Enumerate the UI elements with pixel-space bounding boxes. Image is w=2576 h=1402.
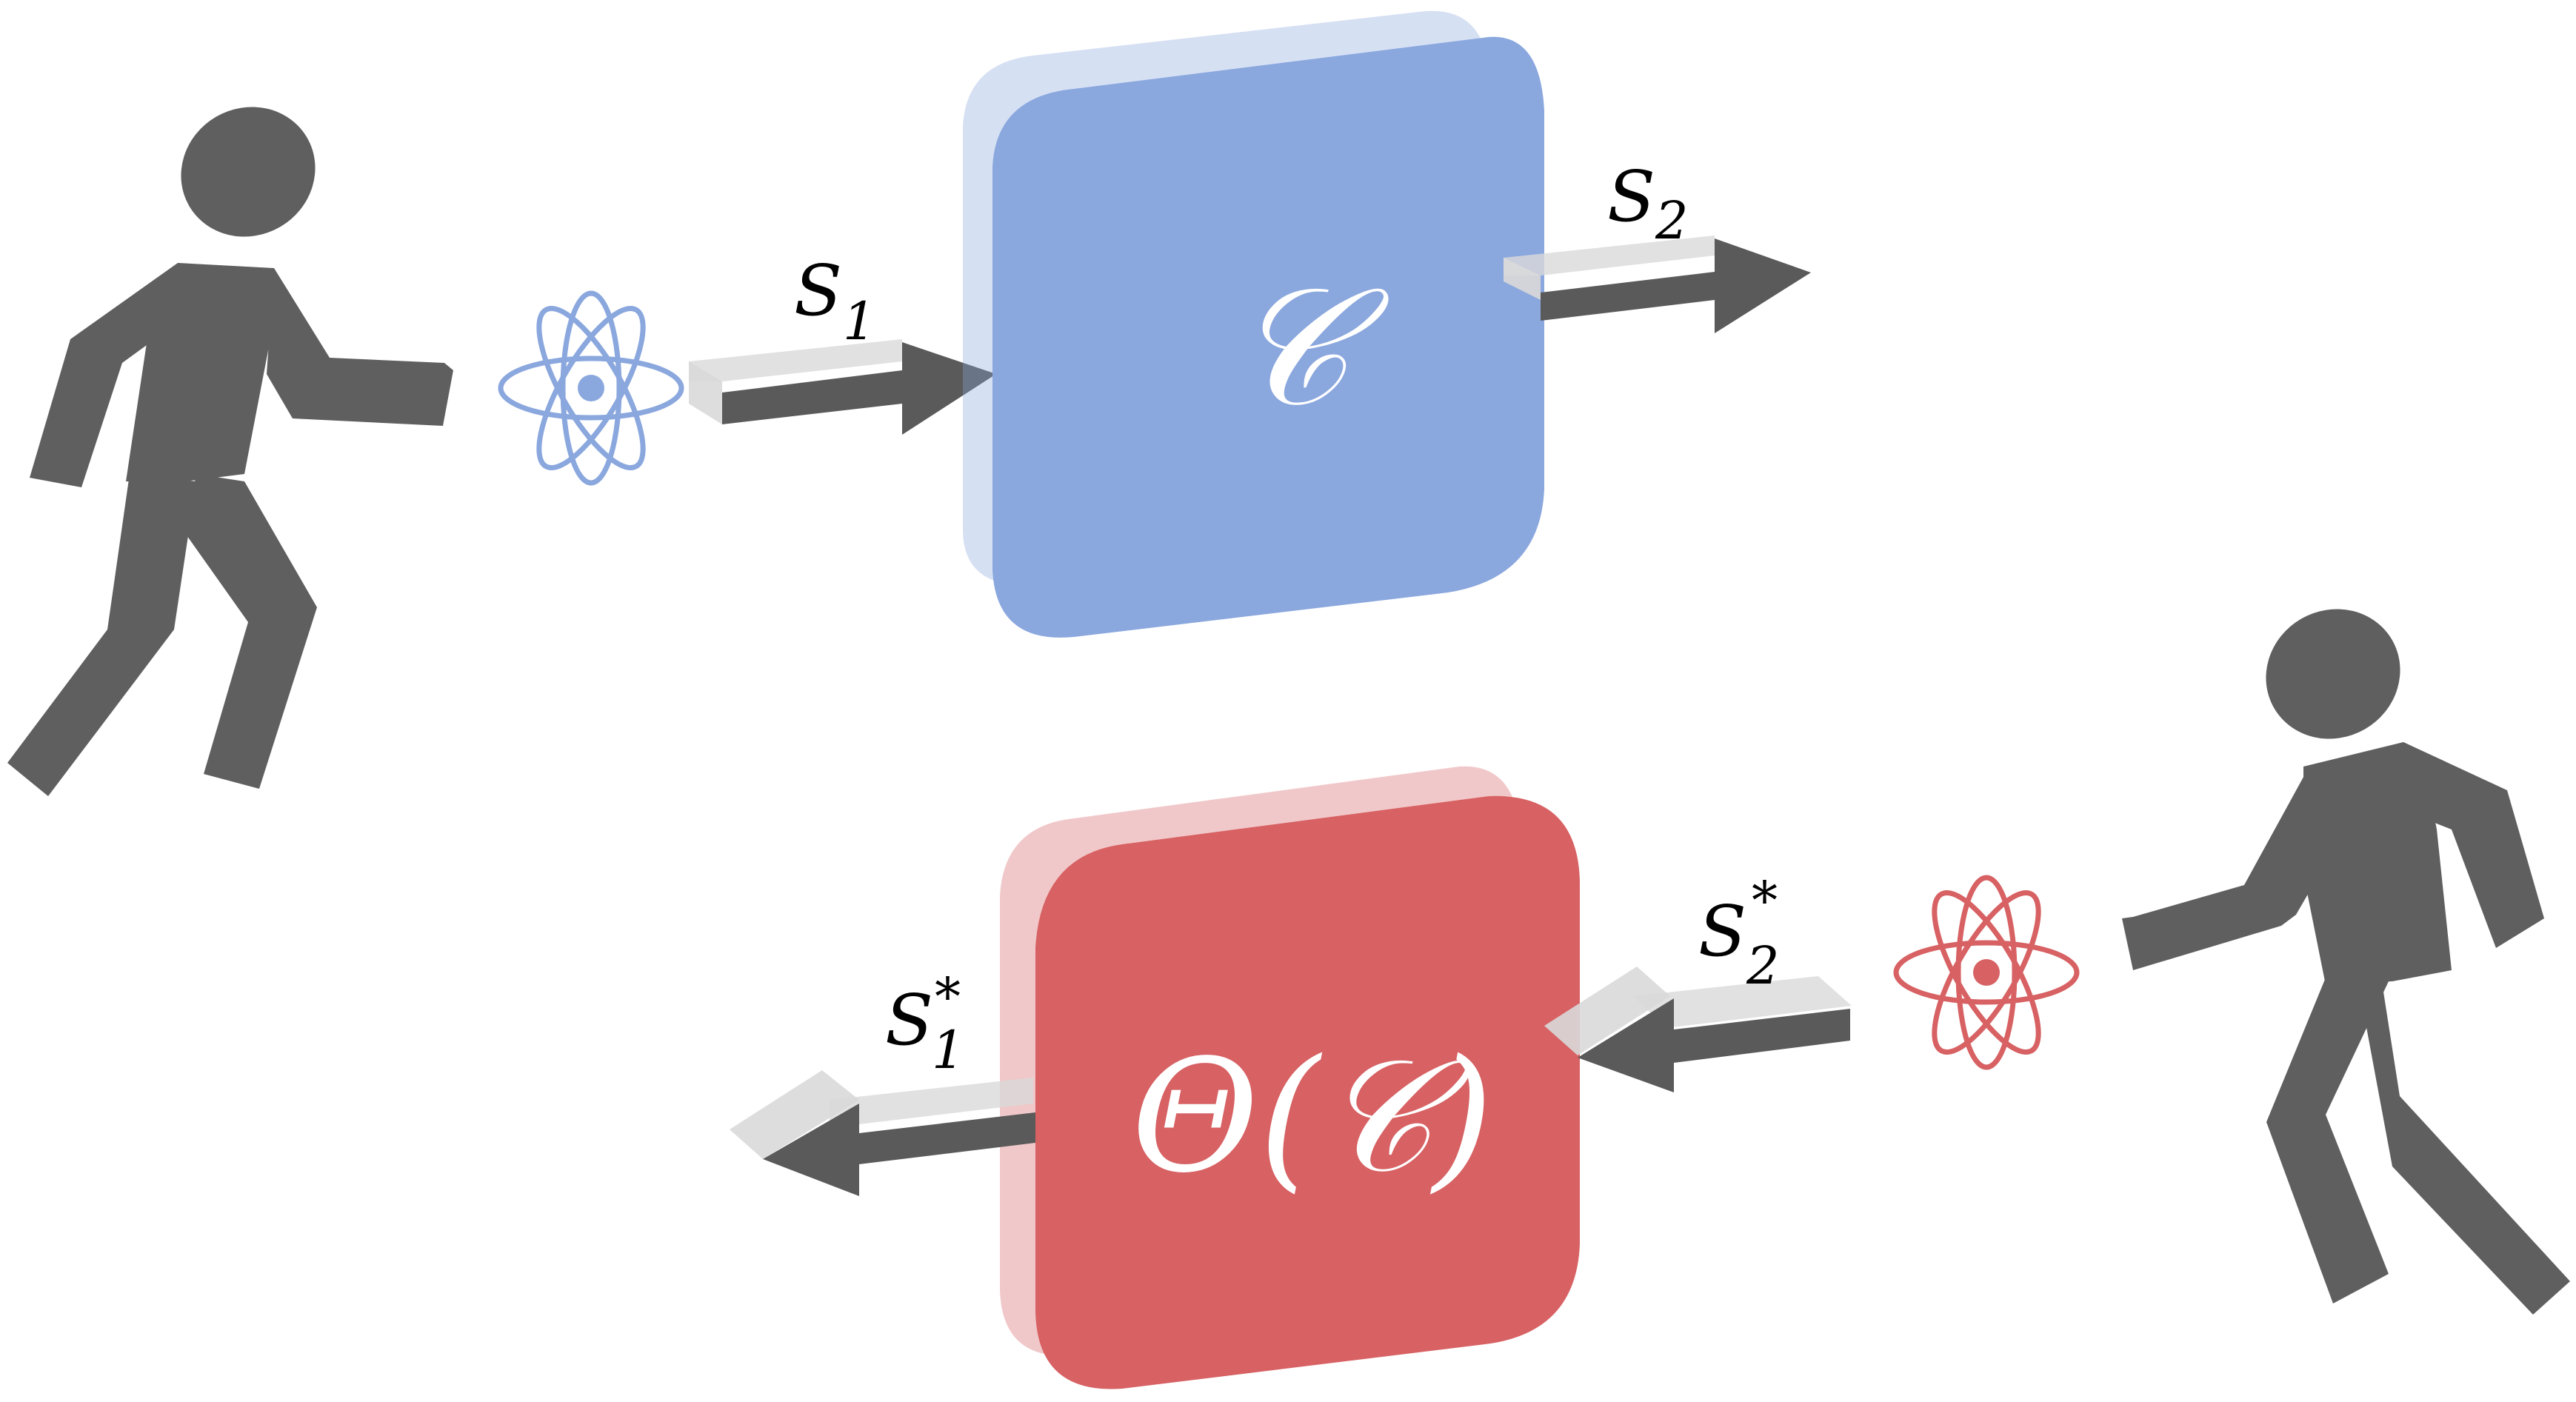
atom-icon-bottom — [1893, 875, 2080, 1070]
channel-box-c: 𝒞 — [963, 10, 1544, 638]
label-s2: S 2 — [1607, 156, 1689, 251]
label-s1star-main: S — [885, 980, 933, 1061]
label-s2star-sup: * — [1752, 870, 1778, 931]
arrow-s2-output — [1504, 236, 1811, 333]
label-s1-sub: 1 — [843, 291, 876, 352]
box-label-theta-c: Θ(𝒞) — [1131, 1026, 1493, 1207]
label-s1: S 1 — [794, 250, 876, 352]
label-s2star-sub: 2 — [1746, 935, 1780, 996]
channel-box-theta-c: Θ(𝒞) — [1000, 766, 1580, 1389]
label-s2star-main: S — [1698, 891, 1746, 972]
label-s2-main: S — [1607, 156, 1655, 238]
label-s2-sub: 2 — [1655, 190, 1689, 251]
label-s1-main: S — [794, 250, 842, 332]
arrow-s2star-input — [1544, 967, 1852, 1092]
atom-icon-top — [498, 290, 684, 486]
arrow-s1-input — [689, 339, 996, 435]
label-s1star: S 1 * — [885, 967, 965, 1081]
arrow-s1star-output — [730, 1070, 1035, 1196]
person-right-icon — [2122, 609, 2570, 1315]
label-s2star: S 2 * — [1698, 870, 1780, 996]
label-s1star-sub: 1 — [932, 1020, 965, 1081]
person-left-icon — [7, 107, 453, 796]
label-s1star-sup: * — [935, 967, 961, 1027]
